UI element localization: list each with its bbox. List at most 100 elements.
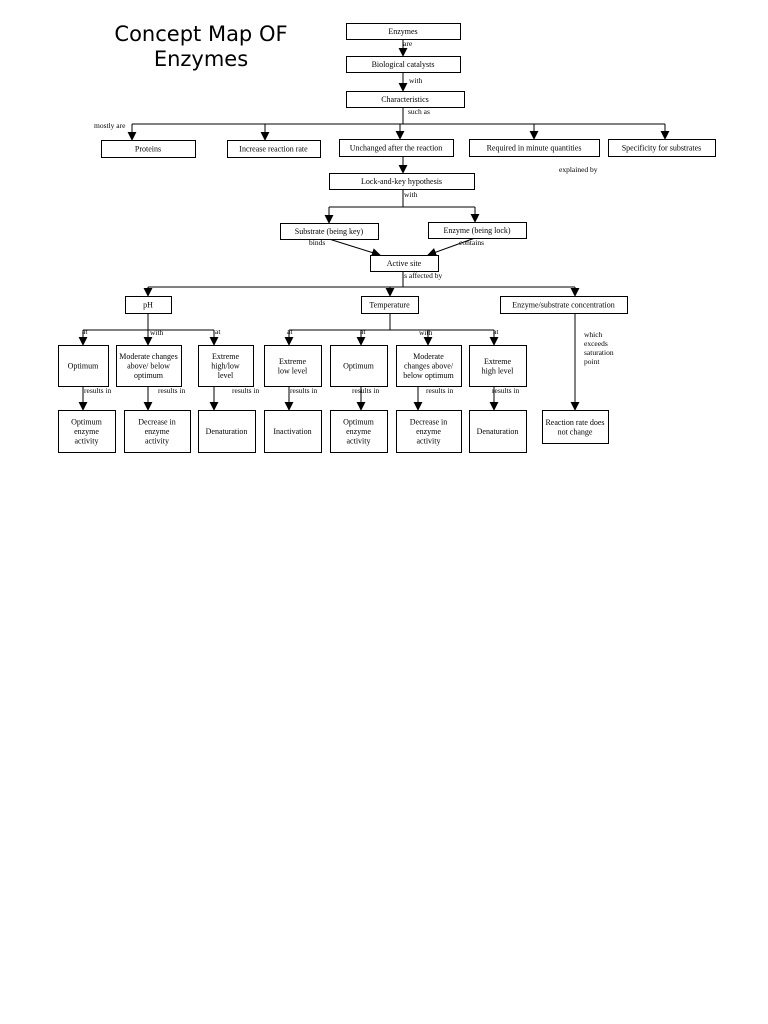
node-enzyme-lock: Enzyme (being lock) — [428, 222, 527, 239]
node-text: Increase reaction rate — [239, 145, 308, 154]
node-text: enzyme — [74, 427, 99, 436]
link-label-are: are — [403, 39, 413, 48]
connector-lines — [78, 39, 670, 411]
node-text: Moderate changes — [119, 352, 177, 361]
node-catalysts: Biological catalysts — [346, 56, 461, 73]
node-text: Lock-and-key hypothesis — [361, 177, 442, 186]
node-box — [542, 410, 609, 444]
node-box — [500, 296, 628, 314]
node-box — [370, 255, 439, 272]
node-text: Unchanged after the reaction — [350, 144, 443, 153]
node-characteristics: Characteristics — [346, 91, 465, 108]
node-ph: pH — [125, 296, 172, 314]
node-text: Optimum — [343, 362, 374, 371]
node-box — [330, 410, 388, 453]
link-label-results-in-1: results in — [84, 386, 112, 395]
node-text: Substrate (being key) — [295, 227, 364, 236]
link-label-with-t: with — [419, 328, 433, 337]
node-text: Denaturation — [477, 427, 519, 436]
link-label-mostly-are: mostly are — [94, 121, 126, 130]
node-box — [116, 345, 182, 387]
node-text: Optimum — [71, 418, 102, 427]
node-box — [396, 345, 462, 387]
link-label-which-exceeds: which — [584, 330, 603, 339]
link-label-at5: at — [493, 327, 499, 336]
node-text: Characteristics — [381, 95, 429, 104]
node-text: Optimum — [343, 418, 374, 427]
node-concentration: Enzyme/substrate concentration — [500, 296, 628, 314]
link-label-results-in-7: results in — [492, 386, 520, 395]
node-text: Extreme — [279, 357, 307, 366]
link-label-which-exceeds: saturation — [584, 348, 614, 357]
title-line-2: Enzymes — [153, 47, 249, 71]
node-text: Active site — [387, 259, 422, 268]
link-label-results-in-4: results in — [290, 386, 318, 395]
link-label-with2: with — [404, 190, 418, 199]
node-box — [280, 223, 379, 240]
node-text: optimum — [134, 371, 164, 380]
node-text: activity — [417, 437, 441, 446]
node-lock-key: Lock-and-key hypothesis — [329, 173, 475, 190]
node-text: enzyme — [416, 427, 441, 436]
node-text: enzyme — [145, 427, 170, 436]
node-minute: Required in minute quantities — [469, 139, 600, 157]
link-label-binds: binds — [309, 238, 325, 247]
node-text: Extreme — [484, 357, 512, 366]
link-label-at4: at — [360, 327, 366, 336]
node-text: Reaction rate does — [545, 418, 604, 427]
node-temperature: Temperature — [361, 296, 419, 314]
link-label-results-in-6: results in — [426, 386, 454, 395]
node-text: Enzyme/substrate concentration — [512, 301, 614, 310]
node-text: Decrease in — [410, 418, 448, 427]
node-box — [469, 410, 527, 453]
connector-16 — [427, 237, 476, 257]
node-box — [264, 410, 322, 453]
node-box — [58, 345, 109, 387]
node-text: Extreme — [212, 352, 240, 361]
node-box — [198, 410, 256, 453]
node-box — [339, 139, 454, 157]
node-box — [58, 410, 116, 453]
node-text: low level — [278, 366, 308, 375]
link-label-is-affected-by: is affected by — [402, 271, 443, 280]
node-text: activity — [75, 437, 99, 446]
node-r-t-denat: Denaturation — [469, 410, 527, 453]
node-unchanged: Unchanged after the reaction — [339, 139, 454, 157]
node-text: enzyme — [346, 427, 371, 436]
node-text: Required in minute quantities — [487, 144, 582, 153]
node-text: Enzyme (being lock) — [443, 226, 510, 235]
node-text: Enzymes — [388, 27, 417, 36]
link-label-results-in-3: results in — [232, 386, 260, 395]
node-substrate-key: Substrate (being key) — [280, 223, 379, 240]
node-text: pH — [143, 301, 153, 310]
link-label-at1: at — [82, 327, 88, 336]
connector-15 — [328, 238, 381, 257]
node-box — [608, 139, 716, 157]
link-label-results-in-2: results in — [158, 386, 186, 395]
node-text: Specificity for substrates — [622, 144, 702, 153]
node-text: changes above/ — [404, 362, 454, 371]
node-t-optimum: Optimum — [330, 345, 388, 387]
node-text: Proteins — [135, 145, 161, 154]
node-ph-optimum: Optimum — [58, 345, 109, 387]
node-text: below optimum — [403, 371, 454, 380]
node-box — [124, 410, 191, 453]
node-text: high level — [482, 366, 515, 375]
node-box — [198, 345, 254, 387]
node-box — [227, 140, 321, 158]
page-title: Concept Map OF Enzymes — [96, 22, 306, 72]
node-box — [329, 173, 475, 190]
node-enzymes: Enzymes — [346, 23, 461, 40]
node-box — [396, 410, 462, 453]
node-box — [346, 91, 465, 108]
node-proteins: Proteins — [101, 140, 196, 158]
